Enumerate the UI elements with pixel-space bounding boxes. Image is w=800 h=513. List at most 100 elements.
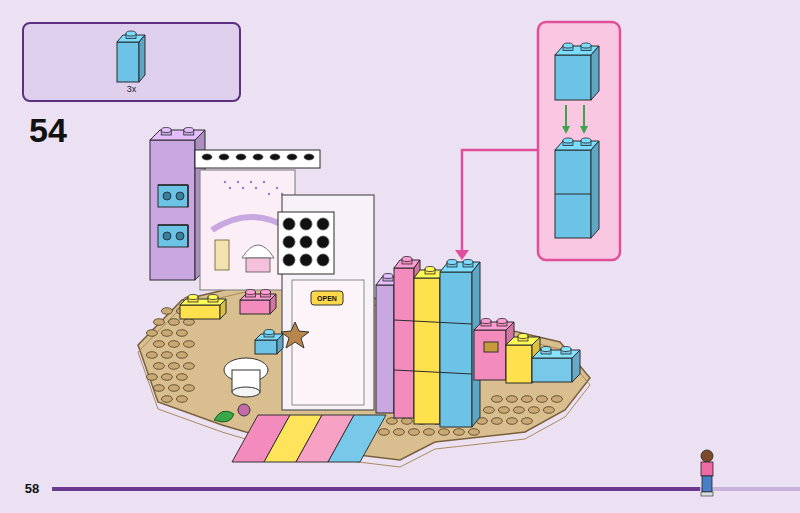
sparkle-dot (255, 187, 257, 189)
black-stud (283, 254, 295, 266)
callout-brick-top-stud (563, 43, 573, 48)
baseplate-stud (386, 418, 397, 425)
black-stud (253, 154, 263, 160)
shelf-arch (212, 217, 288, 230)
window-stud (176, 232, 184, 240)
sub-assembly (555, 43, 599, 238)
page-number: 58 (25, 481, 39, 496)
blue-plate-stud (264, 330, 274, 335)
part-count: 3x (127, 84, 137, 94)
baseplate-stud (498, 407, 509, 414)
baseplate-stud (491, 396, 502, 403)
baseplate-stud (161, 352, 172, 359)
baseplate-stud (543, 407, 554, 414)
blue-column-stud (447, 260, 457, 265)
black-stud (304, 154, 314, 160)
baseplate-stud (146, 330, 157, 337)
yellow-column-front (414, 278, 440, 424)
pink-step-stud (497, 319, 507, 324)
brick-seam (394, 370, 472, 374)
baseplate-stud (161, 308, 172, 315)
yellow-plate-stud (188, 295, 198, 300)
baseplate-stud (176, 352, 187, 359)
baseplate-stud (153, 385, 164, 392)
assembly-arrow-head (562, 126, 570, 134)
brick-seam (555, 194, 591, 195)
baseplate-stud (528, 407, 539, 414)
baseplate-stud (506, 396, 517, 403)
baseplate-stud (438, 429, 449, 436)
brick-seam (394, 320, 472, 324)
assembly-arrow-shaft (583, 105, 585, 128)
callout-brick-top-side (591, 46, 599, 100)
callout-brick-bottom-front (555, 150, 591, 238)
baseplate-stud (183, 385, 194, 392)
window-stud (176, 192, 184, 200)
baseplate-edge (138, 279, 590, 467)
step-number: 54 (29, 111, 67, 150)
baseplate-stud (161, 330, 172, 337)
minifigure (701, 450, 713, 496)
callout-leader (462, 150, 538, 252)
callout-brick-top-stud (581, 43, 591, 48)
callout-leader-head (455, 250, 469, 260)
pink-column-front (394, 268, 414, 418)
ramp-stripe (328, 415, 386, 462)
black-stud (300, 218, 312, 230)
yellow-plate-top (180, 299, 226, 305)
callout-brick-top-front (555, 55, 591, 100)
yellow-step-front (506, 345, 532, 383)
baseplate-stud (153, 341, 164, 348)
flower (238, 404, 250, 416)
black-stud (270, 154, 280, 160)
baseplate-stud (168, 363, 179, 370)
star-tile (281, 322, 309, 348)
baseplate-stud (146, 352, 157, 359)
blue-step-front (532, 358, 572, 382)
black-stud (300, 236, 312, 248)
minifigure-torso (701, 462, 713, 476)
baseplate-stud (183, 341, 194, 348)
black-stud-plate (278, 212, 334, 274)
sparkle-dot (242, 187, 244, 189)
yellow-plate-front (180, 305, 220, 319)
pink-column-stud (402, 257, 412, 262)
sparkle-dot (250, 181, 252, 183)
baseplate-stud (423, 429, 434, 436)
black-stud (202, 154, 212, 160)
sign-text: OPEN (317, 295, 337, 302)
callout-brick-bottom-side (591, 141, 599, 238)
black-stud (287, 154, 297, 160)
baseplate-stud (513, 407, 524, 414)
part-brick-front (117, 42, 139, 82)
baseplate-stud (408, 429, 419, 436)
model (138, 128, 590, 468)
baseplate-stud (161, 396, 172, 403)
sparkle-dot (268, 193, 270, 195)
baseplate-stud (161, 374, 172, 381)
blue-step-stud (561, 347, 571, 352)
left-wall-stud (161, 128, 171, 133)
window-stud (163, 192, 171, 200)
baseplate-stud (153, 319, 164, 326)
wall-window-brick-top (158, 225, 188, 226)
baseplate-stud (551, 396, 562, 403)
blue-column-stud (463, 260, 473, 265)
left-wall-front (150, 140, 195, 280)
round-brick-bottom (232, 387, 260, 397)
pink-plate-front (240, 300, 270, 314)
wall-window-brick-side (188, 225, 189, 247)
baseplate-stud (153, 363, 164, 370)
baseplate-stud (506, 418, 517, 425)
page-rule-fade (700, 487, 800, 491)
part-brick-stud (126, 31, 136, 36)
baseplate-stud (521, 418, 532, 425)
page-number-holder: 58 (16, 479, 48, 497)
cupcake-frosting (242, 245, 274, 258)
baseplate-stud (168, 341, 179, 348)
baseplate-stud (176, 396, 187, 403)
cupcake-base (246, 258, 270, 272)
yellow-plate-side (220, 299, 226, 319)
